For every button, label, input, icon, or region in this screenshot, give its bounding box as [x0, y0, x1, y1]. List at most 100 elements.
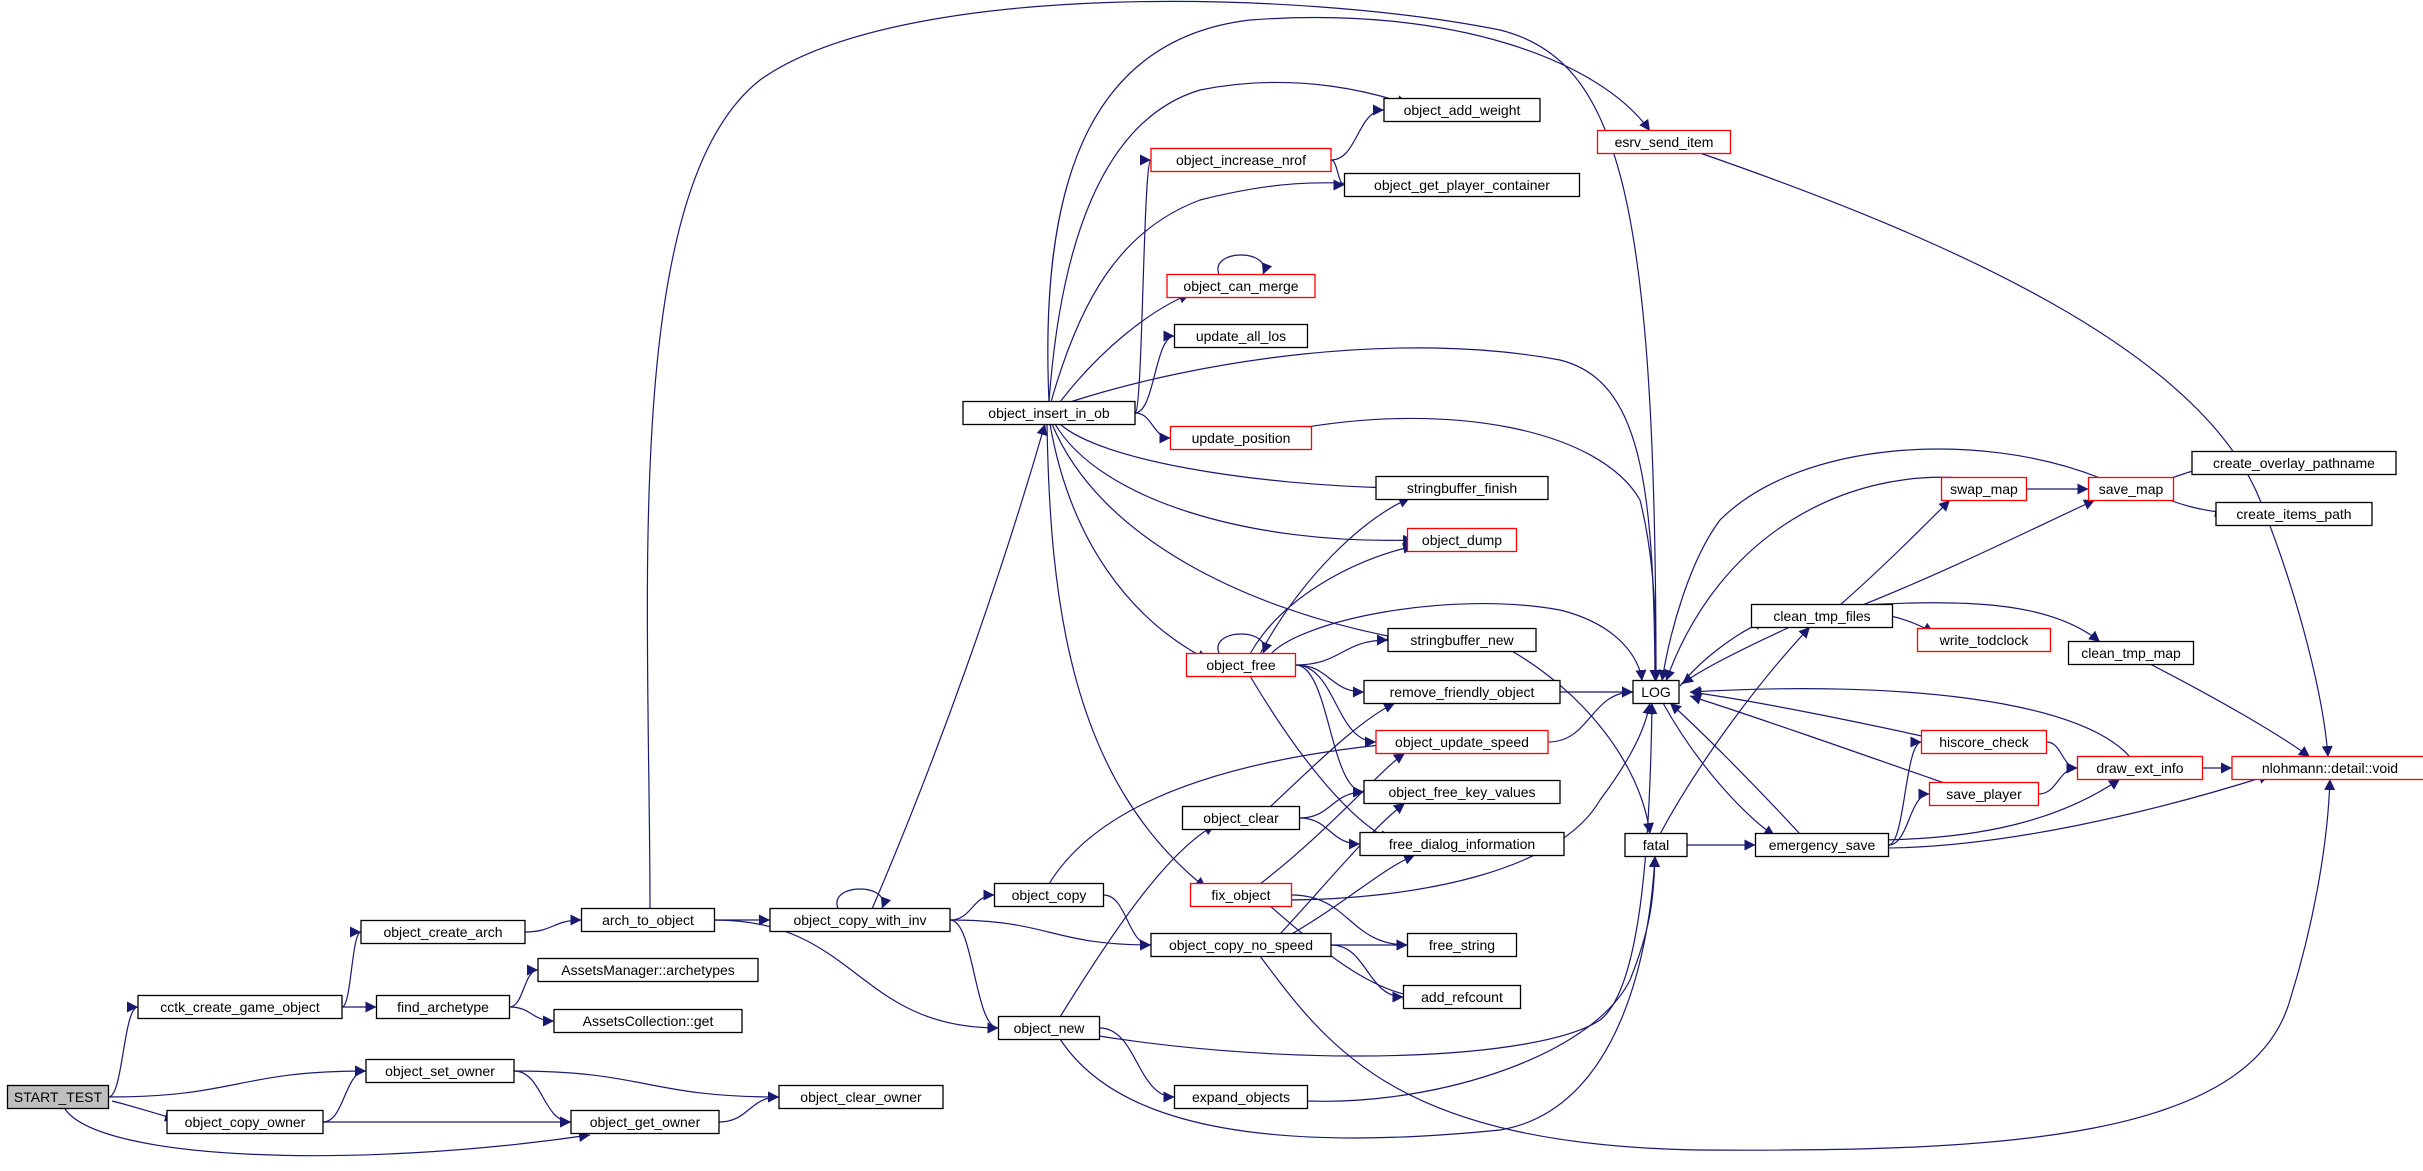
node-box [1387, 627, 1537, 653]
node-object-new[interactable]: object_new [997, 1015, 1101, 1041]
node-add-refcount[interactable]: add_refcount [1402, 984, 1522, 1010]
node-object-clear-owner[interactable]: object_clear_owner [778, 1084, 944, 1110]
node-label: object_copy_no_speed [1169, 937, 1313, 953]
node-assets-manager-archetypes[interactable]: AssetsManager::archetypes [537, 957, 759, 983]
node-label: esrv_send_item [1615, 134, 1714, 150]
node-stringbuffer-finish[interactable]: stringbuffer_finish [1375, 475, 1549, 501]
node-box [1402, 984, 1522, 1010]
node-label: add_refcount [1421, 989, 1503, 1005]
node-box [1359, 831, 1565, 857]
node-box [1181, 805, 1301, 831]
node-swap-map[interactable]: swap_map [1940, 476, 2028, 502]
node-label: object_add_weight [1404, 102, 1521, 118]
node-clean-tmp-files[interactable]: clean_tmp_files [1750, 603, 1894, 629]
node-start-test[interactable]: START_TEST [6, 1084, 110, 1110]
node-box [2231, 755, 2423, 781]
node-box [993, 882, 1105, 908]
node-box [1166, 273, 1316, 299]
edge-find-archetype-to-assets-manager-archetypes [509, 964, 539, 1008]
node-arch-to-object[interactable]: arch_to_object [580, 907, 716, 933]
edge-object-insert-in-ob-to-update-all-los [1134, 330, 1175, 414]
node-box [1940, 476, 2028, 502]
node-object-free-key-values[interactable]: object_free_key_values [1363, 779, 1561, 805]
node-label: update_all_los [1196, 328, 1286, 344]
node-box [2067, 640, 2195, 666]
node-box [1920, 729, 2048, 755]
node-save-player[interactable]: save_player [1928, 781, 2040, 807]
node-label: nlohmann::detail::void [2262, 760, 2398, 776]
node-fix-object[interactable]: fix_object [1189, 882, 1293, 908]
node-stringbuffer-new[interactable]: stringbuffer_new [1387, 627, 1537, 653]
node-object-create-arch[interactable]: object_create_arch [360, 919, 526, 945]
node-object-copy-owner[interactable]: object_copy_owner [166, 1109, 324, 1135]
edge-find-archetype-to-assets-collection-get [509, 1006, 555, 1027]
node-cctk-create-game-object[interactable]: cctk_create_game_object [137, 994, 343, 1020]
node-object-get-player-container[interactable]: object_get_player_container [1343, 172, 1581, 198]
node-label: object_get_owner [590, 1114, 701, 1130]
node-object-set-owner[interactable]: object_set_owner [365, 1058, 515, 1084]
node-object-copy-with-inv[interactable]: object_copy_with_inv [769, 907, 951, 933]
node-object-copy-no-speed[interactable]: object_copy_no_speed [1150, 932, 1332, 958]
node-nlohmann-void[interactable]: nlohmann::detail::void [2231, 755, 2423, 781]
edge-object-copy-no-speed-to-nlohmann-void [1259, 778, 2336, 1151]
node-label: save_map [2099, 481, 2164, 497]
node-box [360, 919, 526, 945]
node-create-overlay-pathname[interactable]: create_overlay_pathname [2191, 450, 2397, 476]
node-object-can-merge[interactable]: object_can_merge [1166, 273, 1316, 299]
node-hiscore-check[interactable]: hiscore_check [1920, 729, 2048, 755]
node-draw-ext-info[interactable]: draw_ext_info [2076, 755, 2204, 781]
edge-object-insert-in-ob-to-esrv-send-item [1047, 17, 1651, 403]
edge-start-test-to-object-set-owner [108, 1065, 367, 1098]
node-update-position[interactable]: update_position [1169, 425, 1313, 451]
node-box [166, 1109, 324, 1135]
node-object-clear[interactable]: object_clear [1181, 805, 1301, 831]
node-label: object_set_owner [385, 1063, 495, 1079]
node-label: clean_tmp_files [1773, 608, 1870, 624]
node-free-string[interactable]: free_string [1406, 932, 1518, 958]
node-object-add-weight[interactable]: object_add_weight [1383, 97, 1541, 123]
edge-object-update-speed-to-log [1547, 686, 1634, 743]
node-expand-objects[interactable]: expand_objects [1173, 1084, 1309, 1110]
edge-hiscore-check-to-log [1689, 688, 1941, 741]
node-object-free[interactable]: object_free [1185, 652, 1297, 678]
node-label: object_increase_nrof [1176, 152, 1306, 168]
node-clean-tmp-map[interactable]: clean_tmp_map [2067, 640, 2195, 666]
node-emergency-save[interactable]: emergency_save [1754, 832, 1890, 858]
node-object-dump[interactable]: object_dump [1406, 527, 1518, 553]
node-write-todclock[interactable]: write_todclock [1916, 627, 2052, 653]
edge-update-position-to-log [1289, 417, 1662, 682]
node-assets-collection-get[interactable]: AssetsCollection::get [553, 1008, 743, 1034]
node-remove-friendly-object[interactable]: remove_friendly_object [1363, 679, 1561, 705]
node-object-insert-in-ob[interactable]: object_insert_in_ob [962, 400, 1136, 426]
node-box [570, 1109, 720, 1135]
edge-object-free-to-object-free [1217, 633, 1273, 654]
node-update-all-los[interactable]: update_all_los [1173, 323, 1309, 349]
node-find-archetype[interactable]: find_archetype [375, 994, 511, 1020]
node-esrv-send-item[interactable]: esrv_send_item [1596, 129, 1732, 155]
node-object-get-owner[interactable]: object_get_owner [570, 1109, 720, 1135]
node-free-dialog-information[interactable]: free_dialog_information [1359, 831, 1565, 857]
edge-object-free-to-stringbuffer-finish [1259, 497, 1411, 655]
node-label: clean_tmp_map [2081, 645, 2181, 661]
node-object-increase-nrof[interactable]: object_increase_nrof [1150, 147, 1332, 173]
node-object-update-speed[interactable]: object_update_speed [1375, 729, 1549, 755]
node-label: LOG [1641, 684, 1671, 700]
edge-emergency-save-to-draw-ext-info [1869, 778, 2121, 841]
edge-object-copy-no-speed-to-free-dialog-information [1289, 854, 1416, 936]
node-log[interactable]: LOG [1632, 679, 1680, 705]
edge-clean-tmp-files-to-save-map [1859, 499, 2096, 607]
node-box [1173, 323, 1309, 349]
node-save-map[interactable]: save_map [2087, 476, 2175, 502]
node-label: object_get_player_container [1374, 177, 1550, 193]
edge-save-player-to-draw-ext-info [2038, 762, 2078, 795]
node-label: object_copy_with_inv [793, 912, 926, 928]
node-box [2076, 755, 2204, 781]
edge-object-free-to-remove-friendly-object [1295, 664, 1365, 698]
edge-emergency-save-to-save-player [1888, 788, 1930, 846]
node-fatal[interactable]: fatal [1624, 832, 1688, 858]
node-create-items-path[interactable]: create_items_path [2215, 501, 2373, 527]
node-label: find_archetype [397, 999, 489, 1015]
node-box [778, 1084, 944, 1110]
edge-object-copy-with-inv-to-object-copy-no-speed [949, 919, 1152, 951]
node-object-copy[interactable]: object_copy [993, 882, 1105, 908]
